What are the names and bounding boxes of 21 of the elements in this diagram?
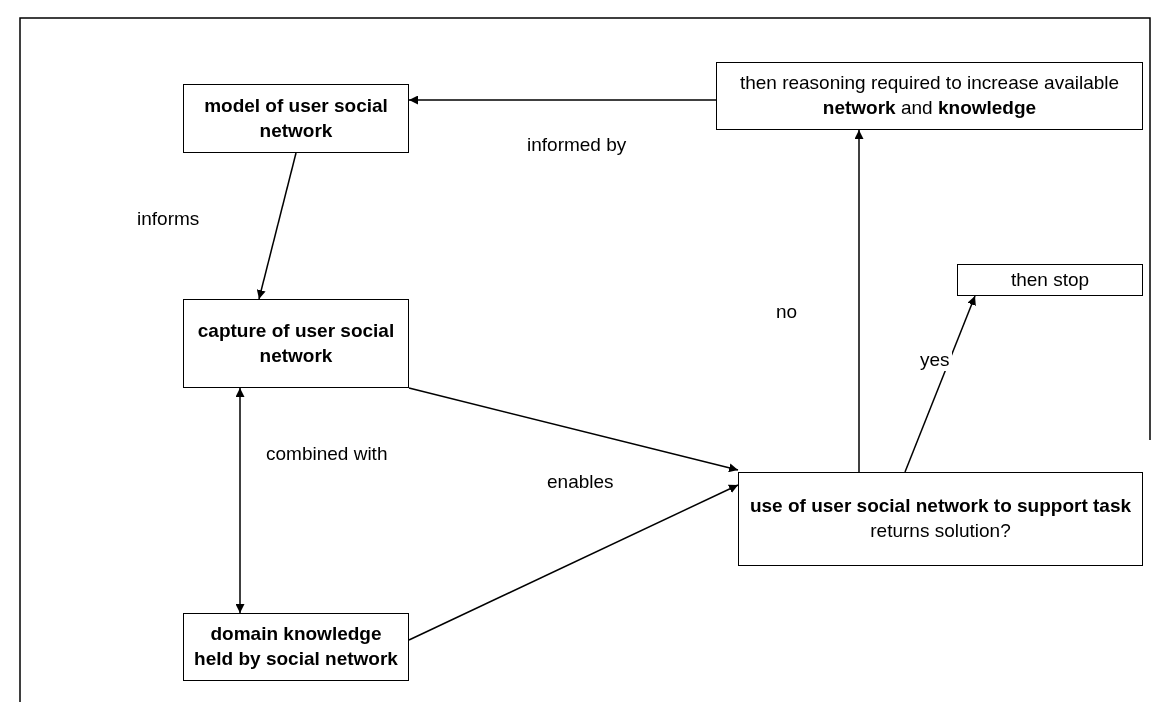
- arrow: [256, 152, 297, 300]
- arrow: [235, 387, 245, 614]
- process-box: [183, 299, 409, 388]
- edge-label: yes: [918, 349, 952, 371]
- process-box: [957, 264, 1143, 296]
- process-box: [716, 62, 1143, 130]
- box-text: model of user social network: [203, 93, 389, 143]
- arrow: [854, 129, 864, 473]
- process-box: [738, 472, 1143, 566]
- box-text: then reasoning required to increase available network and knowledge: [738, 71, 1121, 120]
- process-box: [183, 613, 409, 681]
- arrow: [408, 95, 717, 105]
- box-text: domain knowledge held by social network: [193, 622, 399, 671]
- arrow: [408, 484, 739, 641]
- process-box: [183, 84, 409, 153]
- arrow: [904, 295, 976, 473]
- box-text: capture of user social network: [196, 318, 396, 368]
- box-text: use of user social network to support task: [749, 494, 1132, 519]
- box-text: then stop: [1010, 267, 1090, 292]
- arrow: [408, 387, 739, 473]
- box-subtext: returns solution?: [870, 519, 1011, 543]
